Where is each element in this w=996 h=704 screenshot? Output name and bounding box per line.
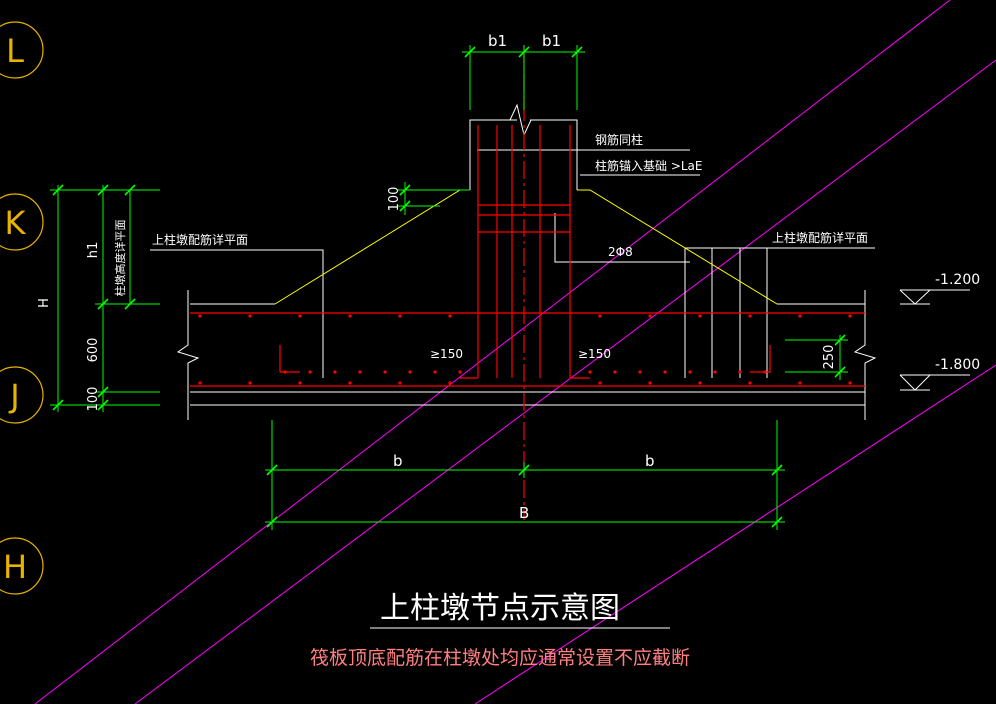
grid-bubble-L (0, 21, 44, 79)
dim-B: B (519, 504, 529, 522)
dim-100-top: 100 (387, 187, 402, 212)
drawing-note: 筏板顶底配筋在柱墩处均应通常设置不应截断 (310, 647, 690, 669)
grid-bubble-H (0, 537, 44, 595)
note-pier-rebar-right: 上柱墩配筋详平面 (772, 230, 868, 245)
pier-outline-right (530, 119, 578, 190)
dimension-lines (50, 45, 848, 530)
note-stirrup: 2Φ8 (608, 245, 633, 259)
grid-label-L: L (6, 32, 24, 70)
note-min150-right: ≥150 (578, 347, 611, 361)
leader-stirrup (554, 213, 690, 263)
dim-b-right: b (645, 452, 655, 470)
pier-bar-hook-right (750, 345, 771, 373)
pier-slopes (274, 189, 778, 305)
dim-250: 250 (822, 345, 837, 370)
dim-100-bottom: 100 (86, 387, 101, 412)
magenta-diagonal-lines (34, 0, 996, 704)
note-rebar-same-as-column: 钢筋同柱 (595, 132, 643, 147)
grid-bubble-K (0, 193, 44, 251)
rebar-dots (198, 314, 852, 385)
grid-axis-bubbles (0, 21, 44, 595)
grid-label-K: K (5, 204, 27, 242)
grid-bubble-J (0, 366, 44, 424)
pier-outline (469, 119, 517, 190)
elev-triangle-bottom (899, 374, 931, 391)
dim-600: 600 (86, 338, 101, 363)
note-column-anchorage: 柱筋锚入基础 >LaE (595, 158, 703, 173)
grid-label-H: H (3, 548, 27, 586)
pier-height-note: 柱墩高度详平面 (113, 220, 127, 297)
concrete-outline (150, 103, 970, 629)
elevation-bottom: -1.800 (935, 357, 980, 373)
diagonal-line-2 (134, 59, 996, 704)
dimension-ticks (52, 46, 846, 528)
left-break-symbol (176, 290, 200, 420)
right-break-symbol (853, 290, 877, 420)
dim-b1-left: b1 (488, 32, 507, 50)
pier-break-symbol (509, 103, 532, 137)
leader-pier-left (150, 249, 324, 378)
pier-bar-hook-left (279, 345, 300, 373)
slope-left (274, 189, 470, 305)
dim-h1: h1 (86, 242, 101, 259)
rebar (190, 45, 865, 520)
slope-right (577, 189, 778, 305)
diagonal-line-1 (34, 0, 951, 704)
grid-label-J: J (8, 377, 19, 415)
elevation-top: -1.200 (935, 272, 980, 288)
drawing-title: 上柱墩节点示意图 (380, 591, 620, 626)
dim-b1-right: b1 (542, 32, 561, 50)
note-pier-rebar-left: 上柱墩配筋详平面 (152, 232, 248, 247)
dim-b-left: b (393, 452, 403, 470)
elev-triangle-top (899, 289, 931, 305)
dim-H: H (37, 298, 52, 308)
diagonal-line-3 (474, 364, 996, 704)
note-min150-left: ≥150 (430, 347, 463, 361)
